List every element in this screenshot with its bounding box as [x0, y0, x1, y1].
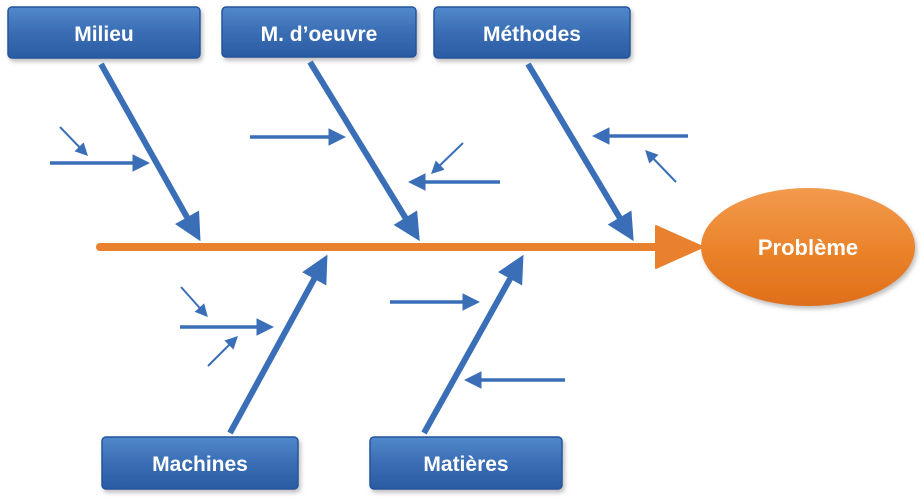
- category-rect-moeuvre: [221, 6, 417, 58]
- category-rect-milieu: [7, 6, 201, 59]
- category-label-matieres: Matières: [423, 453, 508, 476]
- category-box-moeuvre: M. d’oeuvre: [221, 6, 417, 58]
- category-label-methodes: Méthodes: [483, 23, 581, 46]
- problem-node: Problème: [701, 188, 915, 306]
- category-box-milieu: Milieu: [7, 6, 201, 59]
- spine-arrowhead: [655, 225, 704, 269]
- branch-milieu: [98, 62, 201, 242]
- category-box-machines: Machines: [101, 436, 299, 490]
- branch-machines: [227, 254, 328, 435]
- sub-sub-cause-arrow-milieu-1: [59, 126, 88, 157]
- category-box-matieres: Matières: [369, 436, 563, 490]
- category-label-milieu: Milieu: [74, 23, 134, 46]
- problem-label: Problème: [758, 235, 858, 260]
- category-rect-machines: [101, 436, 299, 490]
- sub-sub-cause-arrow-moeuvre-1: [430, 142, 464, 174]
- category-rect-matieres: [369, 436, 563, 490]
- category-rect-methodes: [433, 6, 631, 59]
- branch-methodes: [525, 62, 634, 242]
- category-label-moeuvre: M. d’oeuvre: [261, 23, 378, 46]
- problem-ellipse: [701, 188, 915, 306]
- branch-moeuvre: [307, 60, 420, 242]
- branch-matieres: [421, 254, 524, 435]
- sub-sub-cause-arrow-machines-2: [207, 336, 238, 367]
- category-label-machines: Machines: [152, 453, 248, 476]
- sub-sub-cause-arrow-machines-1: [180, 286, 208, 318]
- sub-sub-cause-arrow-methodes-1: [645, 149, 677, 183]
- category-box-methodes: Méthodes: [433, 6, 631, 59]
